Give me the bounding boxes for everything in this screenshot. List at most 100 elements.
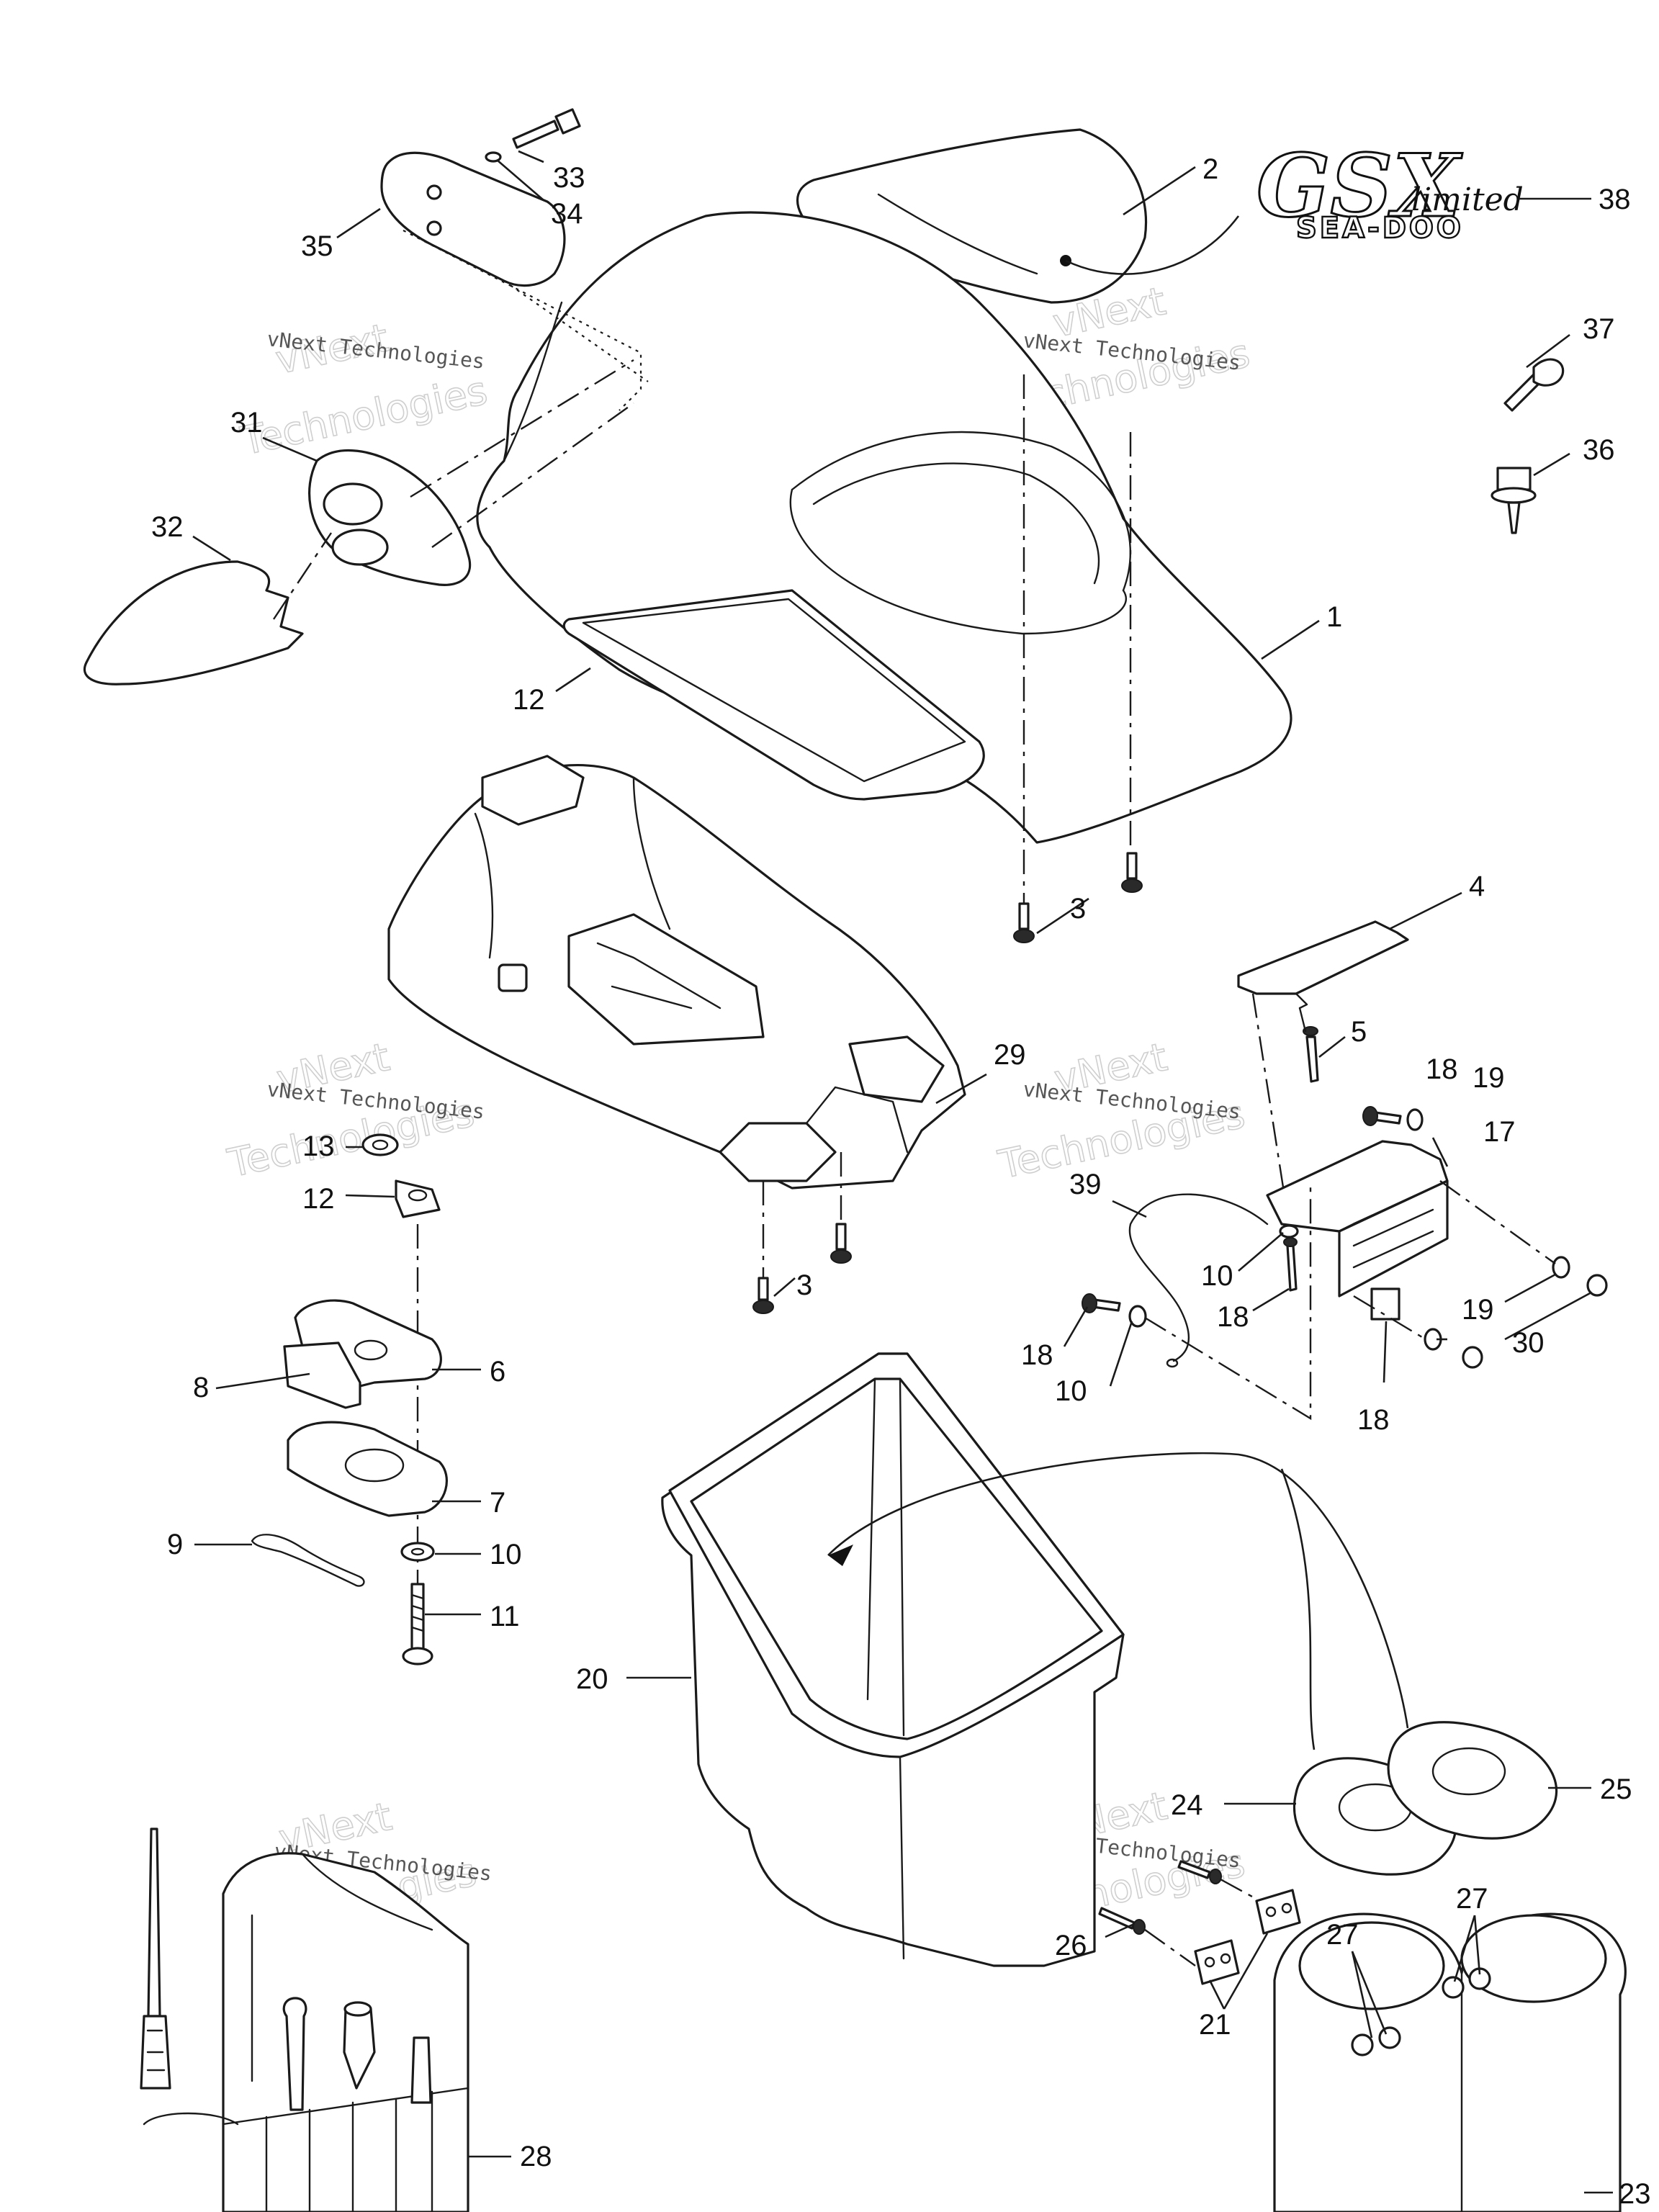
pouch-pocket-dividers bbox=[265, 2090, 433, 2212]
part-3-screw-lower-a bbox=[752, 1277, 774, 1314]
part-16-striker bbox=[1370, 1287, 1401, 1321]
part-21-plate-b bbox=[1255, 1889, 1301, 1935]
part-39-tether-cord bbox=[1128, 1193, 1269, 1362]
callout-10-latch: 10 bbox=[490, 1539, 522, 1570]
callout-1: 1 bbox=[1326, 601, 1342, 633]
socket-wrench-icon bbox=[343, 2001, 376, 2090]
part-15-hinge-body bbox=[1338, 1179, 1449, 1298]
callout-3-upper: 3 bbox=[1070, 893, 1086, 925]
part-4-bracket bbox=[1237, 920, 1409, 995]
callout-39: 39 bbox=[1069, 1169, 1102, 1200]
part-3-screw-upper-b bbox=[1121, 852, 1143, 893]
callout-28: 28 bbox=[520, 2141, 552, 2172]
callout-21: 21 bbox=[1199, 2009, 1231, 2041]
bin-to-lid-arrow-2 bbox=[1280, 1468, 1316, 1750]
callout-14: 12 bbox=[513, 684, 545, 716]
part-35-cap bbox=[380, 151, 566, 287]
bin-front-edge bbox=[899, 1755, 905, 1960]
callout-13: 13 bbox=[302, 1130, 335, 1162]
callout-3-lower: 3 bbox=[796, 1269, 812, 1301]
rivet-dash-b bbox=[1220, 1878, 1261, 1902]
tray-mount-right bbox=[848, 1035, 945, 1103]
cup-drain-hole-3 bbox=[1442, 1976, 1465, 1999]
latch-plate-hole bbox=[354, 1339, 388, 1361]
pouch-flap-edge bbox=[301, 1853, 433, 1931]
callout-33: 33 bbox=[553, 162, 585, 194]
callout-38: 38 bbox=[1599, 184, 1631, 215]
cap-screw-hole-2 bbox=[426, 220, 442, 236]
spark-plug-wrench-icon bbox=[410, 2036, 432, 2104]
callout-30: 30 bbox=[1512, 1327, 1545, 1359]
tether-end-loop bbox=[1166, 1358, 1179, 1368]
callout-leaders bbox=[192, 150, 1613, 2194]
rivet-dash-a bbox=[1144, 1929, 1196, 1966]
part-21-plate-a bbox=[1194, 1939, 1240, 1985]
hinge-dash-lower-right bbox=[1353, 1295, 1426, 1341]
callout-5: 5 bbox=[1351, 1016, 1367, 1048]
cap-alignment-dotted-2 bbox=[503, 280, 649, 382]
callout-16: 18 bbox=[1357, 1404, 1390, 1436]
bracket-dash-left bbox=[1251, 993, 1290, 1225]
tray-mount-left bbox=[719, 1122, 837, 1182]
callout-4: 4 bbox=[1469, 871, 1485, 902]
part-19-washer-upper bbox=[1406, 1108, 1424, 1131]
vent-alignment-line-1 bbox=[410, 359, 634, 498]
bin-opening bbox=[690, 1377, 1103, 1740]
callout-26: 26 bbox=[1055, 1930, 1087, 1961]
tray-post bbox=[498, 963, 528, 992]
cover-alignment-line bbox=[273, 532, 332, 620]
part-25-lid bbox=[1387, 1721, 1558, 1840]
watermark-line2: Technologies bbox=[237, 367, 491, 464]
part-34-washer bbox=[485, 151, 502, 163]
hinge-dash-lower bbox=[1144, 1181, 1312, 1421]
part-32-cover bbox=[83, 560, 304, 685]
screwdriver-icon bbox=[140, 1827, 171, 2090]
callout-36: 36 bbox=[1583, 434, 1615, 466]
callout-8: 8 bbox=[193, 1372, 209, 1403]
callout-34: 34 bbox=[551, 198, 583, 230]
bin-inner-corners bbox=[866, 1377, 905, 1737]
callout-10-hinge: 10 bbox=[1201, 1260, 1233, 1292]
callout-24: 24 bbox=[1171, 1789, 1203, 1821]
callout-25: 25 bbox=[1600, 1773, 1632, 1805]
callout-labels: 2 38 37 36 33 34 35 31 32 1 12 3 4 5 18 … bbox=[151, 153, 1651, 2210]
leader-2-to-logo bbox=[1065, 215, 1240, 275]
tray-center-bracket bbox=[567, 913, 765, 1046]
cowl-seat-ridge bbox=[791, 431, 1132, 592]
part-18-bolt-upper bbox=[1362, 1106, 1402, 1126]
callout-19-upper: 19 bbox=[1473, 1062, 1505, 1094]
vent-opening-lower bbox=[331, 529, 389, 566]
cowl-front-edge bbox=[503, 301, 563, 462]
part-7-latch-base bbox=[287, 1421, 448, 1517]
callout-9: 9 bbox=[167, 1529, 183, 1560]
part-10-washer-hinge bbox=[1279, 1224, 1299, 1238]
part-5-rivet-upper bbox=[1303, 1026, 1319, 1083]
part-9-wire-clip bbox=[251, 1534, 365, 1587]
callout-27-right: 27 bbox=[1456, 1883, 1488, 1915]
part-37-cable-tie bbox=[1503, 358, 1565, 412]
tray-bracket-ribs bbox=[596, 942, 721, 1010]
callout-7: 7 bbox=[490, 1487, 505, 1519]
part-18-bolt-lower bbox=[1082, 1293, 1121, 1313]
part-3-screw-lower-b bbox=[830, 1223, 852, 1264]
callout-35: 35 bbox=[301, 230, 333, 262]
callout-23: 23 bbox=[1619, 2178, 1651, 2210]
gsx-limited-logo-decal: GSX limited SEA-DOO bbox=[1256, 135, 1524, 246]
part-8-latch-hook bbox=[283, 1341, 361, 1409]
bracket-dash-right bbox=[1298, 1007, 1308, 1038]
callout-15: 17 bbox=[1483, 1116, 1516, 1148]
hinge-slots bbox=[1352, 1208, 1434, 1269]
part-33-bolt bbox=[512, 108, 581, 149]
callout-32: 32 bbox=[151, 511, 184, 543]
logo-script-text: limited bbox=[1411, 181, 1524, 218]
cup-drain-hole-1 bbox=[1351, 2033, 1374, 2056]
callout-37: 37 bbox=[1583, 313, 1615, 345]
part-36-clip bbox=[1491, 467, 1537, 534]
hinge-dash-right bbox=[1439, 1180, 1556, 1264]
bracket-tab bbox=[1295, 992, 1308, 1010]
callout-31: 31 bbox=[230, 407, 263, 439]
callout-18-lower: 18 bbox=[1021, 1339, 1053, 1371]
callout-2: 2 bbox=[1202, 153, 1218, 185]
logo-brand-text: SEA-DOO bbox=[1296, 212, 1464, 245]
part-26-rivet-a bbox=[1098, 1907, 1146, 1935]
